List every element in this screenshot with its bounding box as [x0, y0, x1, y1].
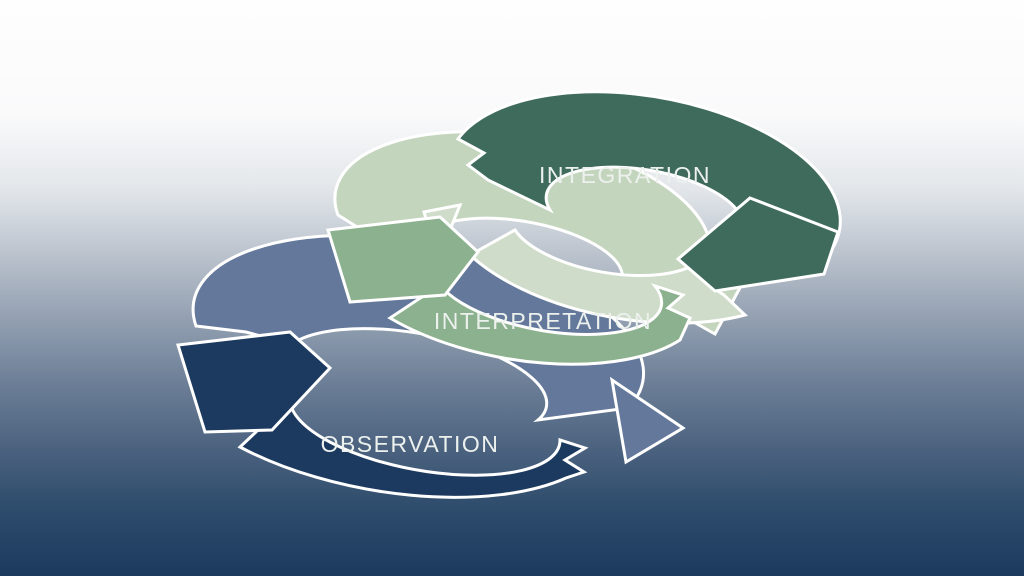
interpretation-label: INTERPRETATION — [434, 308, 652, 334]
integration-label: INTEGRATION — [539, 162, 711, 188]
integration-arrowhead — [675, 196, 840, 293]
observation-light-arrowhead — [609, 376, 686, 465]
observation-arrow-band — [237, 396, 589, 499]
observation-arrowhead — [176, 330, 333, 434]
interpretation-arrowhead — [326, 215, 481, 304]
observation-label: OBSERVATION — [321, 431, 500, 457]
interpretation-arrow-band — [387, 282, 692, 366]
